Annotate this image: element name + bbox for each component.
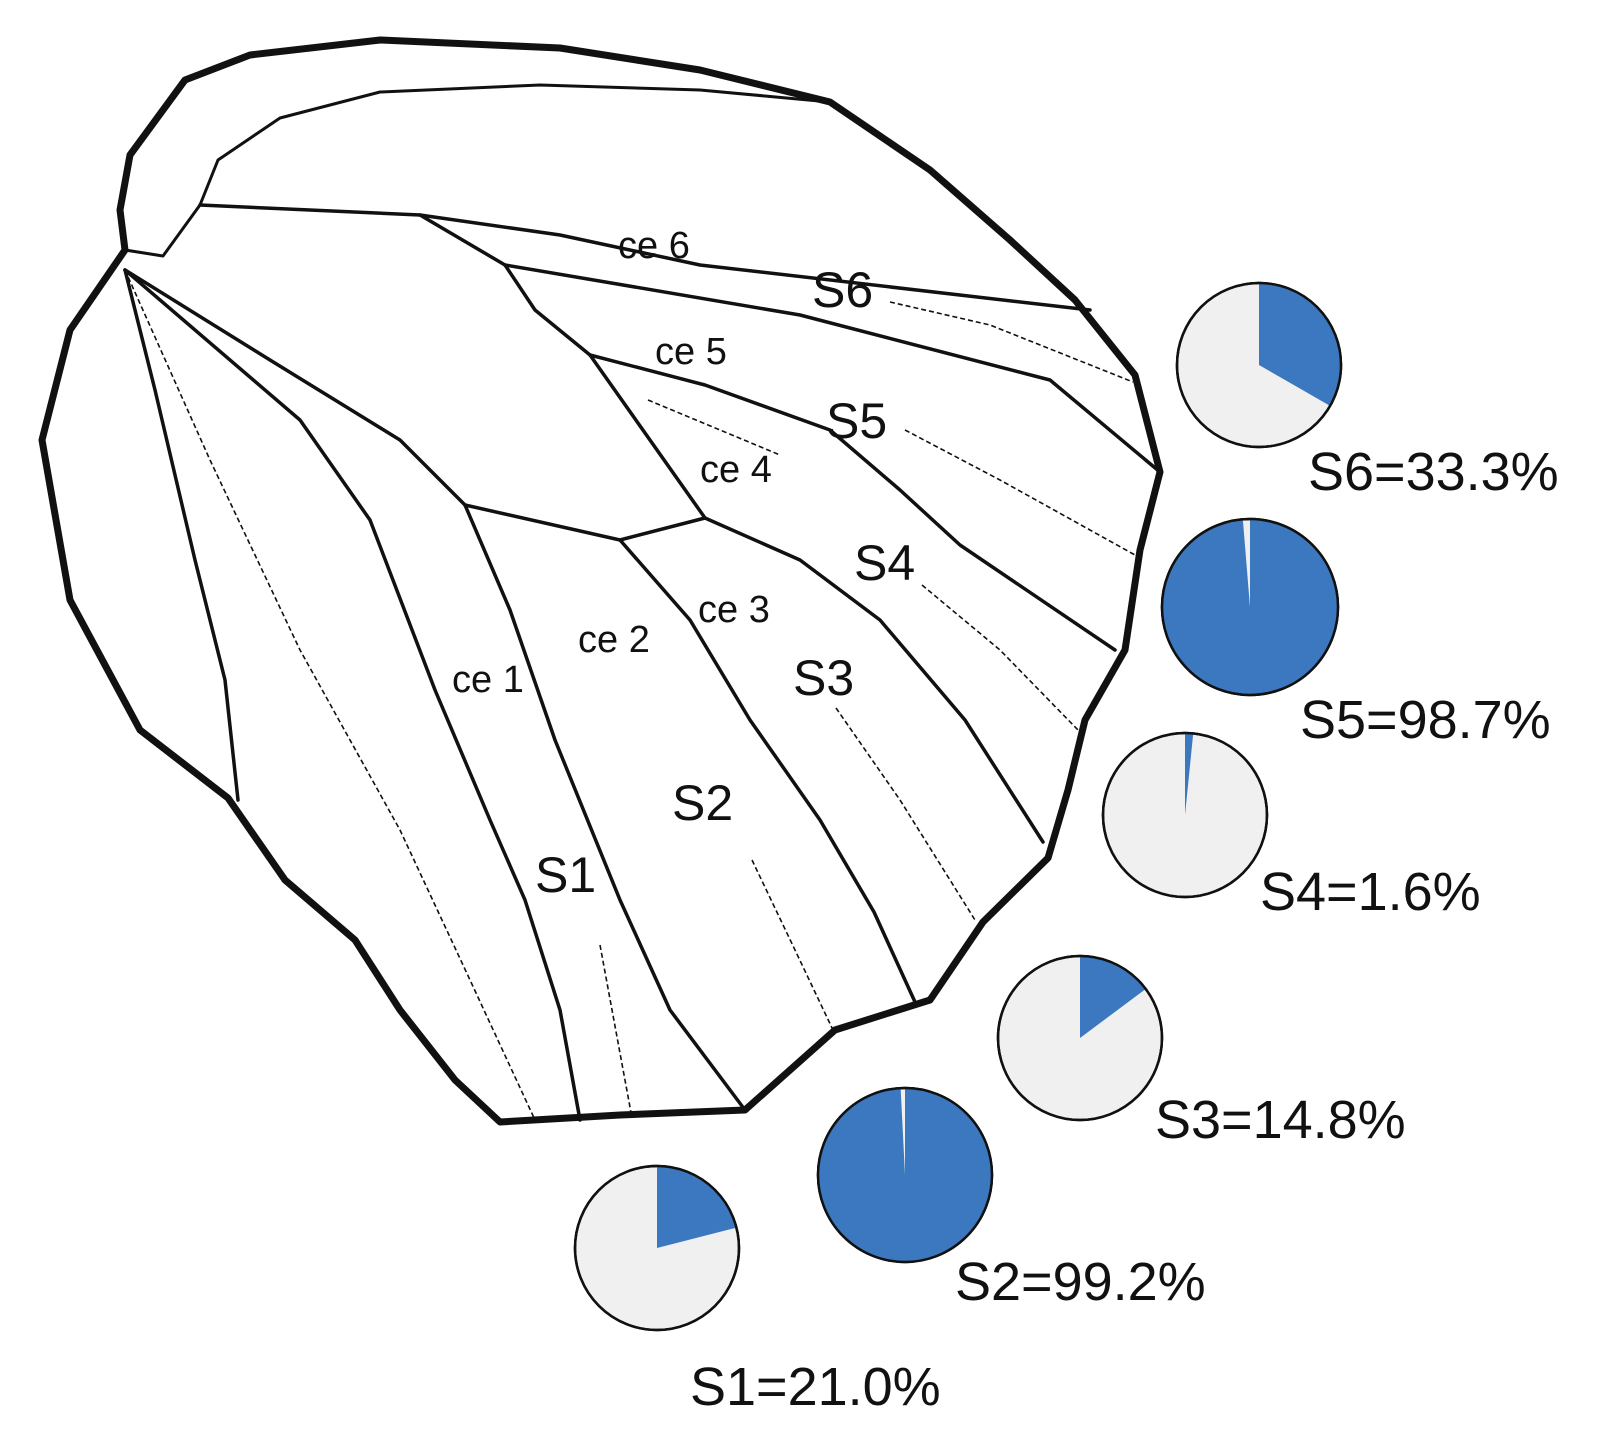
pie-s1-slice	[657, 1166, 737, 1248]
pie-s2-outline	[816, 1086, 994, 1264]
pie-charts: S1=21.0%S2=99.2% S3=14.8% S4=1.6% S5=98.7% S…	[573, 281, 1559, 1417]
cell-label-ce4: ce 4	[700, 449, 772, 491]
vein-discal	[463, 353, 707, 542]
wing-outline	[38, 36, 1164, 1126]
vein-cu2	[463, 503, 747, 1112]
fold-line-s4	[921, 584, 1079, 731]
vein-m3	[703, 516, 1045, 844]
pie-s3-slice	[1080, 956, 1146, 1038]
vein-cell-lower	[123, 268, 467, 507]
pie-s2-slice	[817, 1088, 992, 1262]
space-label-s4: S4	[854, 535, 915, 591]
costal-fold	[124, 83, 831, 258]
pie-s1-outline	[573, 1164, 741, 1332]
cell-label-ce2: ce 2	[578, 619, 650, 661]
pie-s6-outline	[1175, 281, 1343, 449]
fold-line-s5	[904, 429, 1136, 556]
cell-label-ce1: ce 1	[452, 659, 524, 701]
pie-s5-outline	[1160, 517, 1340, 697]
pie-s6-slice	[1259, 283, 1341, 406]
pie-s5-slice	[1162, 519, 1338, 696]
space-label-s6: S6	[812, 262, 873, 318]
pie-s5-label: S5=98.7%	[1300, 690, 1551, 750]
fold-line-s2	[751, 859, 834, 1031]
pie-s6-label: S6=33.3%	[1308, 442, 1559, 502]
vein-cu1	[618, 538, 917, 1004]
vein-cell-upper	[503, 263, 1117, 652]
vein-subcosta	[198, 203, 1092, 312]
vein-radius-upper	[418, 213, 1162, 474]
vein-anal-3	[123, 268, 240, 802]
cell-label-ce6: ce 6	[618, 225, 690, 267]
pie-s4-label: S4=1.6%	[1260, 862, 1481, 922]
space-label-s5: S5	[826, 393, 887, 449]
pie-s4-outline	[1101, 731, 1269, 899]
pie-s1-label: S1=21.0%	[690, 1357, 941, 1417]
space-label-s2: S2	[672, 775, 733, 831]
pie-s3-label: S3=14.8%	[1155, 1090, 1406, 1150]
pie-s3-outline	[996, 954, 1164, 1122]
fold-line-s3	[835, 707, 976, 921]
pie-s4-slice	[1185, 733, 1194, 815]
space-label-s3: S3	[793, 650, 854, 706]
fold-line-s1	[599, 944, 633, 1119]
cell-label-ce5: ce 5	[655, 331, 727, 373]
cell-label-ce3: ce 3	[698, 589, 770, 631]
vein-anal-1	[123, 268, 582, 1122]
space-label-s1: S1	[535, 847, 596, 903]
fold-line-anal	[124, 269, 536, 1121]
fold-line-s6	[889, 301, 1134, 383]
pie-s2-label: S2=99.2%	[955, 1252, 1206, 1312]
